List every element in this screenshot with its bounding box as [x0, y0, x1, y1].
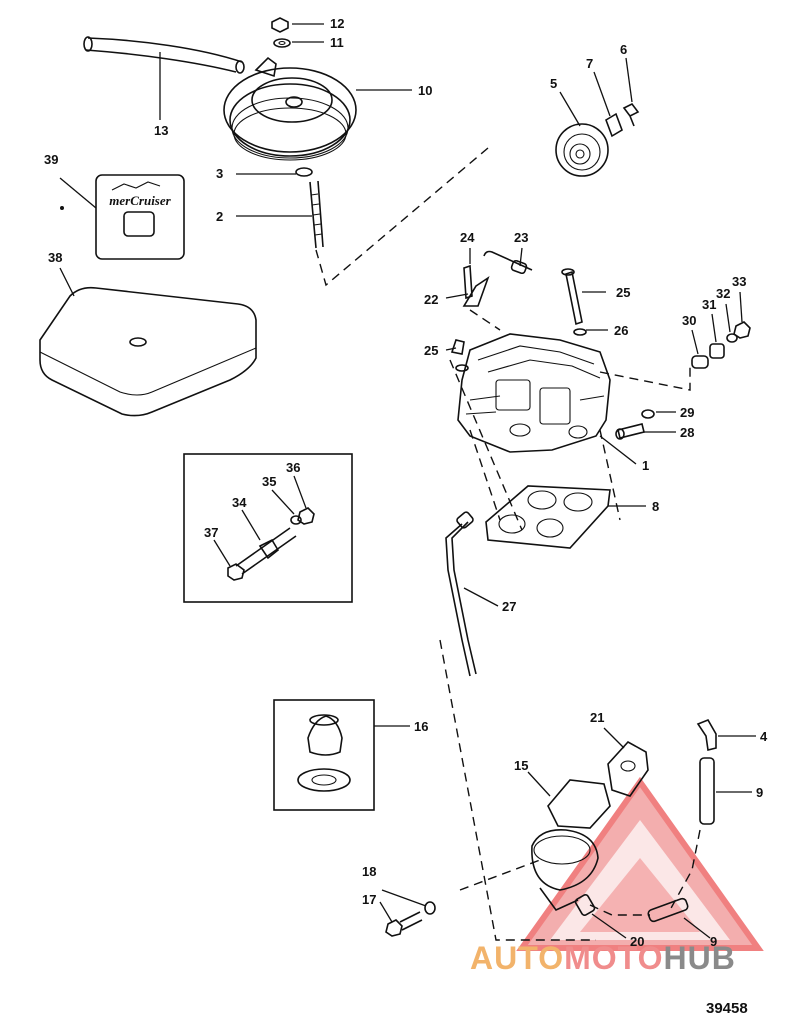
callout-28: 28 — [680, 425, 694, 440]
callout-37: 37 — [204, 525, 218, 540]
callout-29: 29 — [680, 405, 694, 420]
watermark-triangle — [516, 776, 764, 951]
part-27-fuel-line — [445, 511, 477, 677]
part-39-emblem: merCruiser — [60, 174, 185, 260]
part-4-elbow — [696, 718, 717, 751]
part-7-bracket — [605, 112, 623, 138]
callout-5: 5 — [550, 76, 557, 91]
callout-36: 36 — [286, 460, 300, 475]
part-21-plate — [607, 740, 649, 797]
inset-box-16 — [273, 699, 375, 811]
callout-11: 11 — [330, 35, 344, 50]
callout-2: 2 — [216, 209, 223, 224]
parts-22-23-25-linkage — [450, 250, 533, 372]
callout-27: 27 — [502, 599, 516, 614]
watermark-moto: MOTO — [564, 940, 664, 976]
callout-1: 1 — [642, 458, 649, 473]
callout-17: 17 — [362, 892, 376, 907]
part-5-pulley — [555, 123, 609, 177]
callout-9b: 9 — [710, 934, 717, 949]
callout-13: 13 — [154, 123, 168, 138]
watermark-hub: HUB — [663, 940, 736, 976]
figure-number: 39458 — [706, 1000, 748, 1017]
callout-30: 30 — [682, 313, 696, 328]
callout-23: 23 — [514, 230, 528, 245]
callout-25a: 24 — [460, 230, 475, 245]
callout-7: 7 — [586, 56, 593, 71]
callout-22: 22 — [424, 292, 438, 307]
callout-3: 3 — [216, 166, 223, 181]
callout-32: 32 — [716, 286, 730, 301]
parts-11-12-nut-washer — [271, 17, 291, 48]
part-9-hoses — [647, 757, 715, 923]
part-6-screw — [622, 102, 640, 127]
callout-25b: 25 — [424, 343, 438, 358]
parts-28-29-bolt-washer — [615, 409, 655, 440]
callout-9a: 9 — [756, 785, 763, 800]
callout-15: 15 — [514, 758, 528, 773]
parts-24-26-bolt — [561, 268, 587, 336]
callout-labels: 13 12 11 10 3 2 5 7 6 39 38 24 23 22 25 … — [44, 16, 768, 949]
callout-26: 26 — [614, 323, 628, 338]
callout-38: 38 — [48, 250, 62, 265]
callout-24: 25 — [616, 285, 630, 300]
part-1-carburetor — [457, 333, 611, 453]
callout-21: 21 — [590, 710, 604, 725]
callout-34: 34 — [232, 495, 247, 510]
watermark-text: AUTOMOTOHUB — [470, 940, 792, 980]
callout-6: 6 — [620, 42, 627, 57]
parts-17-18-screw-washer — [385, 901, 436, 937]
callout-18: 18 — [362, 864, 376, 879]
part-38-cleaner-base — [39, 286, 257, 417]
part-15-fuel-pump — [531, 779, 611, 911]
emblem-text: merCruiser — [109, 193, 171, 208]
part-8-gasket — [485, 485, 611, 549]
callout-33: 33 — [732, 274, 746, 289]
callout-31: 31 — [702, 297, 716, 312]
callout-8: 8 — [652, 499, 659, 514]
callout-39: 39 — [44, 152, 58, 167]
part-10-cleaner-cover — [223, 56, 357, 161]
inset-box-34-37 — [183, 453, 353, 603]
callout-4: 4 — [760, 729, 768, 744]
callout-35: 35 — [262, 474, 276, 489]
part-20-fitting — [574, 894, 596, 916]
leader-lines — [59, 23, 756, 939]
part-13-hose — [83, 36, 245, 74]
callout-20: 20 — [630, 934, 644, 949]
parts-30-33-fittings — [691, 321, 751, 369]
watermark-auto: AUTO — [470, 940, 565, 976]
parts-2-3-stud — [295, 167, 324, 249]
callout-16: 16 — [414, 719, 428, 734]
callout-10: 10 — [418, 83, 432, 98]
callout-12: 12 — [330, 16, 344, 31]
